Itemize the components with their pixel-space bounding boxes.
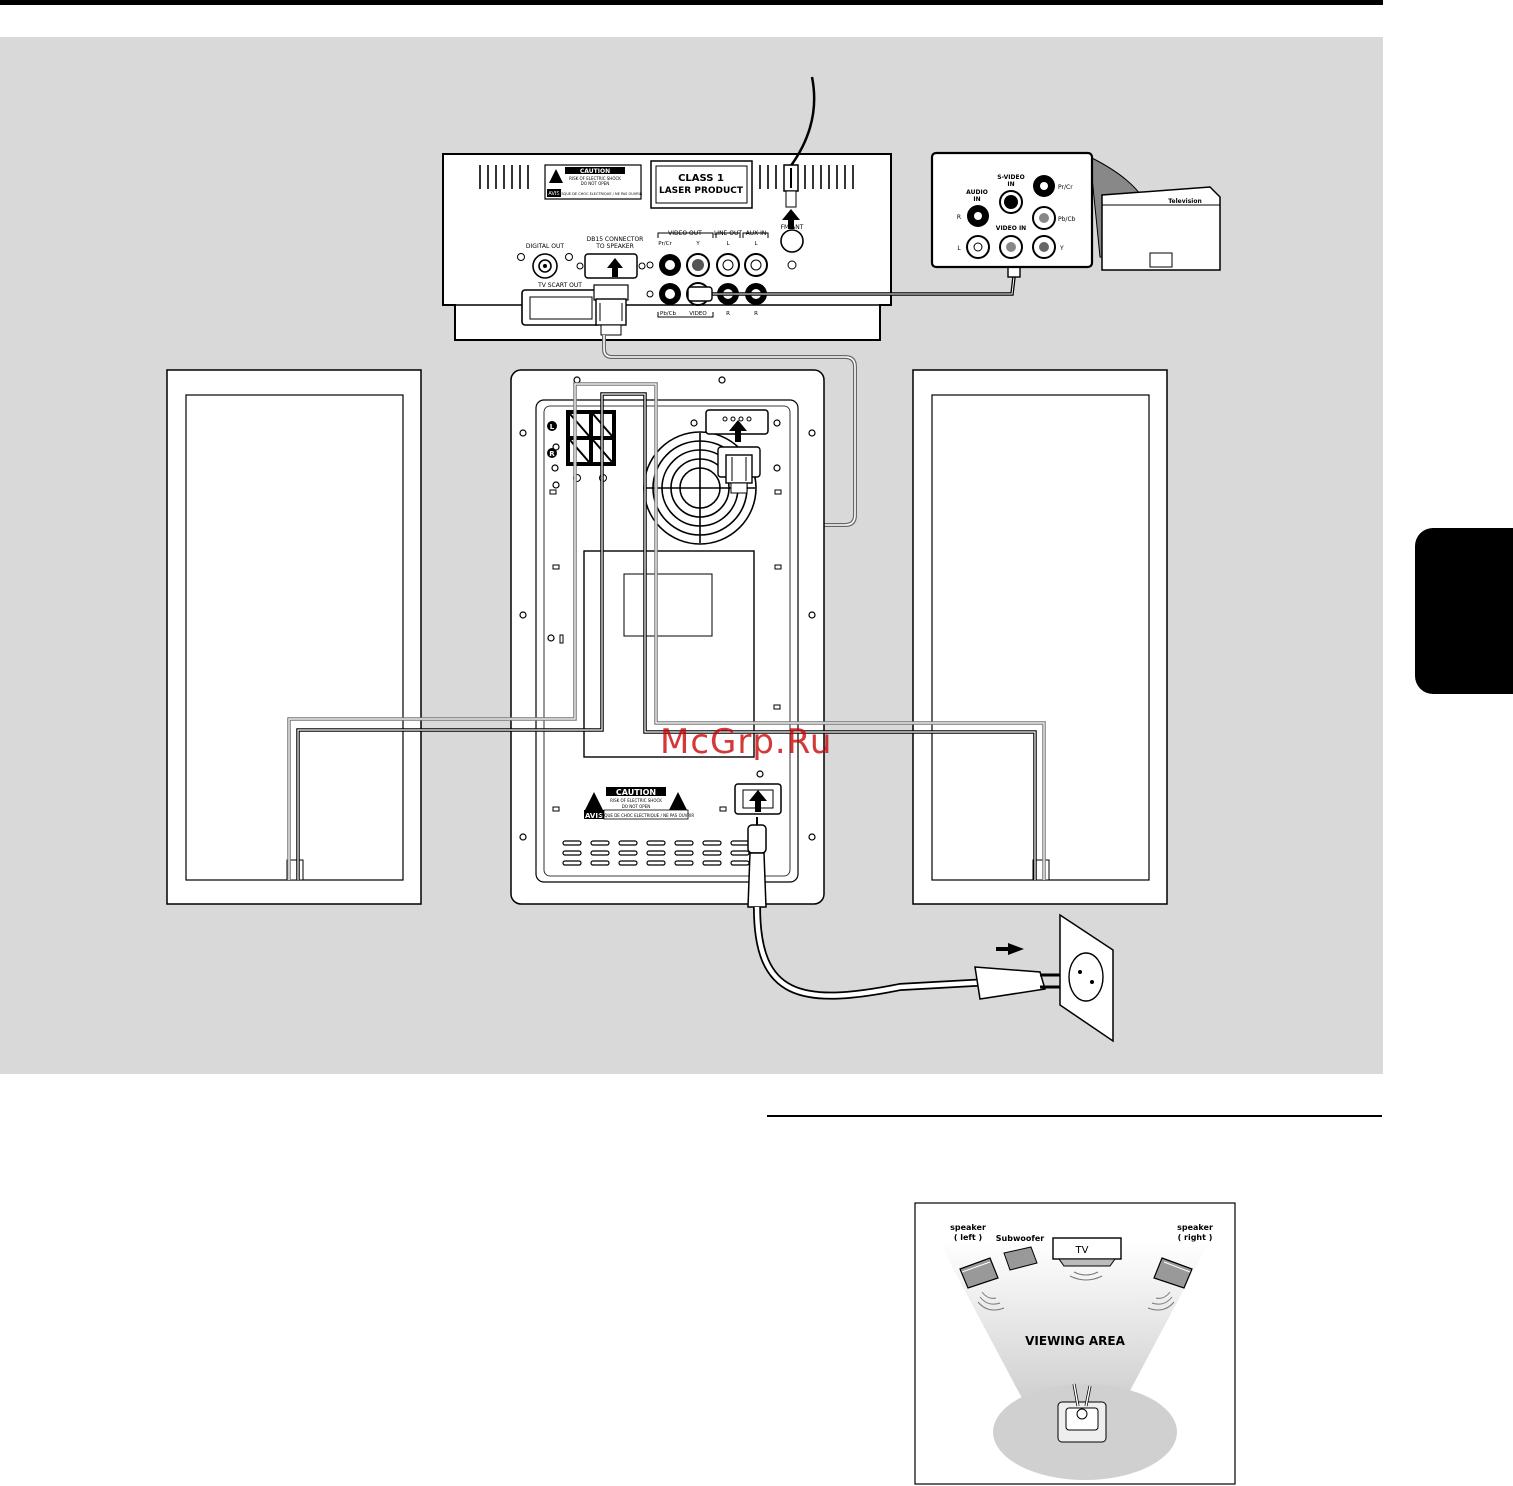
viewer-icon — [1057, 1383, 1107, 1443]
tv-audio-in-1: AUDIO — [966, 189, 988, 196]
video-out-video: VIDEO — [689, 311, 707, 317]
subwoofer-label: Subwoofer — [996, 1234, 1044, 1243]
line-out-r: R — [726, 311, 730, 317]
speaker-right — [912, 369, 1168, 905]
db15-arrow — [607, 258, 623, 277]
subwoofer: L R — [510, 369, 825, 905]
db15-plug — [593, 284, 629, 336]
tv-label: TV — [1075, 1245, 1089, 1256]
speaker-left-icon — [959, 1257, 999, 1289]
speaker-right-icon — [1153, 1257, 1193, 1289]
main-caution-line2: DO NOT OPEN — [581, 181, 609, 186]
terminal-l-mark: L — [550, 423, 555, 431]
sub-power-socket — [734, 783, 782, 815]
tv-video-in: VIDEO IN — [996, 225, 1026, 232]
sub-caution-label: CAUTION RISK OF ELECTRIC SHOCK DO NOT OP… — [584, 787, 694, 820]
tv-scart-label: TV SCART OUT — [537, 282, 582, 289]
line-out-l: L — [726, 241, 730, 247]
db15-label-2: TO SPEAKER — [595, 243, 634, 250]
tv-r: R — [957, 214, 961, 221]
sub-db15-plug — [717, 446, 761, 494]
sub-caution-title: CAUTION — [616, 788, 656, 797]
speaker-left — [166, 369, 422, 905]
main-avis: AVIS — [548, 191, 559, 197]
watermark: McGrp.Ru — [660, 722, 833, 762]
video-out-prcr: Pr/Cr — [658, 241, 672, 247]
top-rule — [0, 0, 1383, 5]
plug-arrow — [996, 943, 1024, 955]
video-out-pbcb: Pb/Cb — [660, 311, 677, 317]
main-caution-label: CAUTION RISK OF ELECTRIC SHOCK DO NOT OP… — [544, 164, 643, 200]
side-chapter-tab — [1415, 528, 1513, 694]
sub-avis: AVIS — [585, 812, 603, 820]
tv-y: Y — [1059, 245, 1064, 252]
wall-socket — [1059, 913, 1114, 1043]
viewing-area-diagram: speaker ( left ) Subwoofer speaker ( rig… — [914, 1202, 1236, 1485]
television: Television — [1101, 186, 1221, 271]
fm-ant-jack — [780, 229, 804, 253]
line-out-label: LINE OUT — [714, 230, 742, 237]
aux-in-r: R — [754, 311, 758, 317]
sub-caution-line1: RISK OF ELECTRIC SHOCK — [610, 798, 662, 803]
aux-in-label: AUX IN — [746, 230, 767, 237]
video-out-y: Y — [695, 241, 700, 247]
aux-in-l: L — [754, 241, 758, 247]
television-label: Television — [1168, 198, 1201, 205]
tv-svideo-2: IN — [1007, 181, 1014, 188]
sub-vents — [562, 840, 750, 866]
jacks-row-1 — [659, 253, 768, 277]
connection-diagram: CAUTION RISK OF ELECTRIC SHOCK DO NOT OP… — [0, 37, 1383, 1074]
main-caution-line1: RISK OF ELECTRIC SHOCK — [569, 176, 621, 181]
sub-avis-text: RISQUE DE CHOC ELECTRIQUE / NE PAS OUVRI… — [598, 813, 695, 818]
sub-caution-line2: DO NOT OPEN — [622, 804, 650, 809]
main-caution-title: CAUTION — [580, 168, 610, 175]
viewing-area-label: VIEWING AREA — [1025, 1334, 1125, 1348]
laser-line1: CLASS 1 — [678, 173, 724, 184]
db15-label-1: DB15 CONNECTOR — [587, 236, 644, 243]
tv-pbcb: Pb/Cb — [1058, 216, 1076, 223]
tv-prcr: Pr/Cr — [1058, 184, 1073, 191]
main-unit: CAUTION RISK OF ELECTRIC SHOCK DO NOT OP… — [442, 153, 892, 341]
video-out-label: VIDEO OUT — [668, 230, 702, 237]
tv-svideo-1: S-VIDEO — [997, 174, 1024, 181]
laser-line2: LASER PRODUCT — [659, 186, 744, 196]
power-cord — [747, 817, 1060, 1000]
fm-antenna-wire — [782, 76, 816, 229]
speaker-cables — [287, 382, 1046, 880]
main-avis-text: RISQUE DE CHOC ELECTRIQUE / NE PAS OUVRI… — [558, 192, 643, 196]
speaker-right-label-1: speaker — [1177, 1223, 1213, 1232]
speaker-right-label-2: ( right ) — [1178, 1233, 1213, 1242]
sound-waves — [977, 1271, 1175, 1311]
tv-icon: TV — [1052, 1237, 1122, 1267]
tv-audio-in-2: IN — [973, 196, 980, 203]
speaker-left-label-1: speaker — [950, 1223, 986, 1232]
terminal-r-mark: R — [549, 450, 555, 458]
speaker-left-label-2: ( left ) — [954, 1233, 982, 1242]
section-rule — [767, 1115, 1382, 1117]
subwoofer-icon — [1003, 1246, 1038, 1271]
tv-l: L — [957, 245, 961, 252]
laser-product-label: CLASS 1 LASER PRODUCT — [650, 160, 753, 209]
digital-out-label: DIGITAL OUT — [526, 243, 564, 250]
